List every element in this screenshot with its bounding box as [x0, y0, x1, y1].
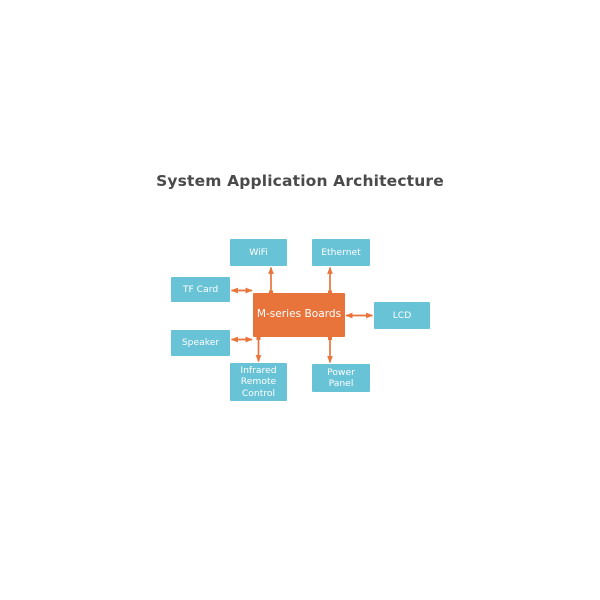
node-wifi[interactable]: WiFi: [230, 239, 287, 266]
node-speaker-label: Speaker: [181, 337, 220, 349]
node-ethernet-label: Ethernet: [321, 246, 361, 258]
node-lcd[interactable]: LCD: [374, 302, 430, 329]
node-speaker[interactable]: Speaker: [171, 330, 230, 356]
node-ethernet[interactable]: Ethernet: [312, 239, 370, 266]
node-tf-card[interactable]: TF Card: [171, 277, 230, 302]
page-title: System Application Architecture: [156, 172, 444, 190]
node-tf-card-label: TF Card: [182, 283, 219, 295]
node-lcd-label: LCD: [392, 309, 412, 321]
node-wifi-label: WiFi: [249, 246, 268, 258]
node-m-series-boards-label: M-series Boards: [256, 308, 342, 321]
node-m-series-boards[interactable]: M-series Boards: [253, 293, 345, 337]
